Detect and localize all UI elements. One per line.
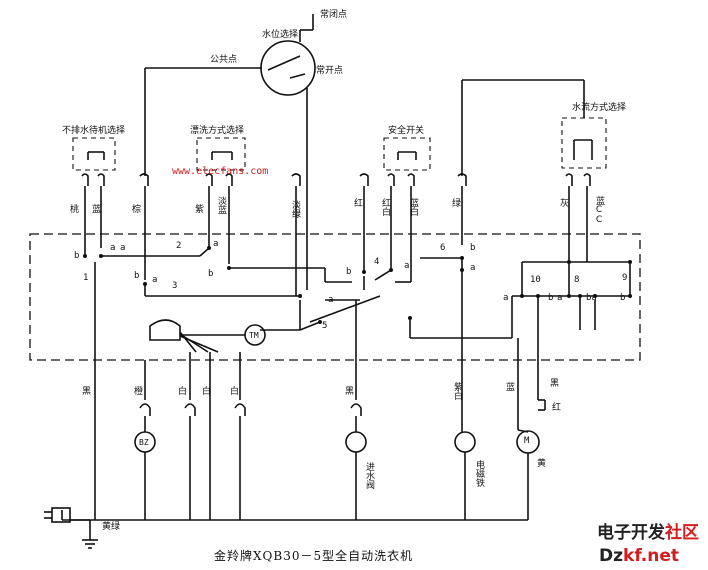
- wire-label: 红: [550, 402, 560, 411]
- safety-switch-label: 安全开关: [388, 126, 425, 136]
- terminal-label: 8: [574, 275, 580, 285]
- controller-board-outline: [29, 233, 641, 361]
- terminal-label: a: [213, 239, 219, 249]
- terminal-label: a: [110, 243, 116, 253]
- wire-label: 淡绿: [290, 200, 300, 218]
- wire-label: 桃: [68, 204, 78, 213]
- safety-switch-box: [383, 137, 431, 171]
- terminal-label: b: [134, 271, 140, 281]
- wire-label: 白: [200, 386, 210, 395]
- no-drain-select-box: [72, 137, 116, 171]
- wire-label: 紫白: [452, 382, 462, 400]
- wire-label: 蓝CC: [594, 196, 604, 225]
- wire-label: 绿: [450, 198, 460, 207]
- wire-label: 白: [176, 386, 186, 395]
- wire-label: 灰: [558, 198, 568, 207]
- terminal-label: a: [328, 295, 334, 305]
- terminal-label: a: [503, 293, 509, 303]
- power-plug: [51, 507, 71, 523]
- water-flow-box: [561, 117, 607, 169]
- inlet-valve-label: 进水阀: [364, 462, 374, 489]
- water-level-switch: [260, 40, 316, 96]
- terminal-label: a: [404, 261, 410, 271]
- terminal-label: ba: [586, 293, 597, 303]
- wire-label: 蓝: [90, 204, 100, 213]
- diagram-title: 金羚牌XQB30－5型全自动洗衣机: [214, 549, 414, 563]
- terminal-dots: [83, 246, 632, 324]
- wire-label: 蓝白: [408, 198, 418, 216]
- wire-label: 紫: [193, 204, 203, 213]
- terminal-label: 3: [172, 281, 178, 291]
- terminal-label: b: [346, 267, 352, 277]
- electromagnet: [454, 431, 476, 453]
- inlet-valve: [345, 431, 367, 453]
- terminal-label: 2: [176, 241, 182, 251]
- terminal-label: 6: [440, 243, 446, 253]
- terminal-label: 9: [622, 273, 628, 283]
- cam-connector: [149, 319, 181, 341]
- site-logo-line1: 电子开发社区: [597, 523, 699, 543]
- motor-label: M: [524, 436, 530, 446]
- timer-motor-label: TM: [249, 331, 259, 340]
- wire-label: 黄: [535, 458, 545, 467]
- wire-label: 蓝: [504, 382, 514, 391]
- terminal-label: a: [557, 293, 563, 303]
- wash-mode-label: 漂洗方式选择: [190, 126, 245, 136]
- terminal-label: b: [208, 269, 214, 279]
- terminal-label: b: [620, 293, 626, 303]
- terminal-label: 5: [322, 321, 328, 331]
- wire-label: 黑: [80, 386, 90, 395]
- terminal-label: b: [470, 243, 476, 253]
- terminal-label: 1: [83, 273, 89, 283]
- top-connectors: [81, 173, 591, 190]
- common-label: 公共点: [210, 55, 238, 65]
- terminal-label: 10: [530, 275, 541, 285]
- water-flow-label: 水流方式选择: [572, 103, 627, 113]
- wire-label: 黑: [548, 378, 558, 387]
- terminal-label: b: [74, 251, 80, 261]
- wire-label: 淡蓝: [216, 196, 226, 214]
- wire-label: 红白: [380, 198, 390, 216]
- wire-label: 棕: [130, 204, 140, 213]
- wash-mode-box: [196, 137, 246, 171]
- wire-label: 红: [352, 198, 362, 207]
- wire-label: 橙: [132, 386, 142, 395]
- no-drain-select-label: 不排水待机选择: [62, 126, 126, 136]
- wire-label-ground: 黄绿: [102, 522, 121, 532]
- normally-open-label: 常开点: [316, 66, 344, 76]
- wire-label: 黑: [343, 386, 353, 395]
- wire-label: 白: [228, 386, 238, 395]
- buzzer-label: BZ: [139, 438, 149, 447]
- terminal-label: a: [470, 263, 476, 273]
- terminal-label: 4: [374, 257, 380, 267]
- terminal-label: b: [548, 293, 554, 303]
- electromagnet-label: 电磁铁: [474, 460, 484, 487]
- normally-closed-label: 常闭点: [320, 10, 348, 20]
- terminal-label: a: [152, 275, 158, 285]
- watermark: www.elecfans.com: [172, 166, 269, 177]
- site-logo-line2: Dzkf.net: [599, 546, 680, 566]
- terminal-label: a: [120, 243, 126, 253]
- water-level-select-label: 水位选择: [262, 30, 299, 40]
